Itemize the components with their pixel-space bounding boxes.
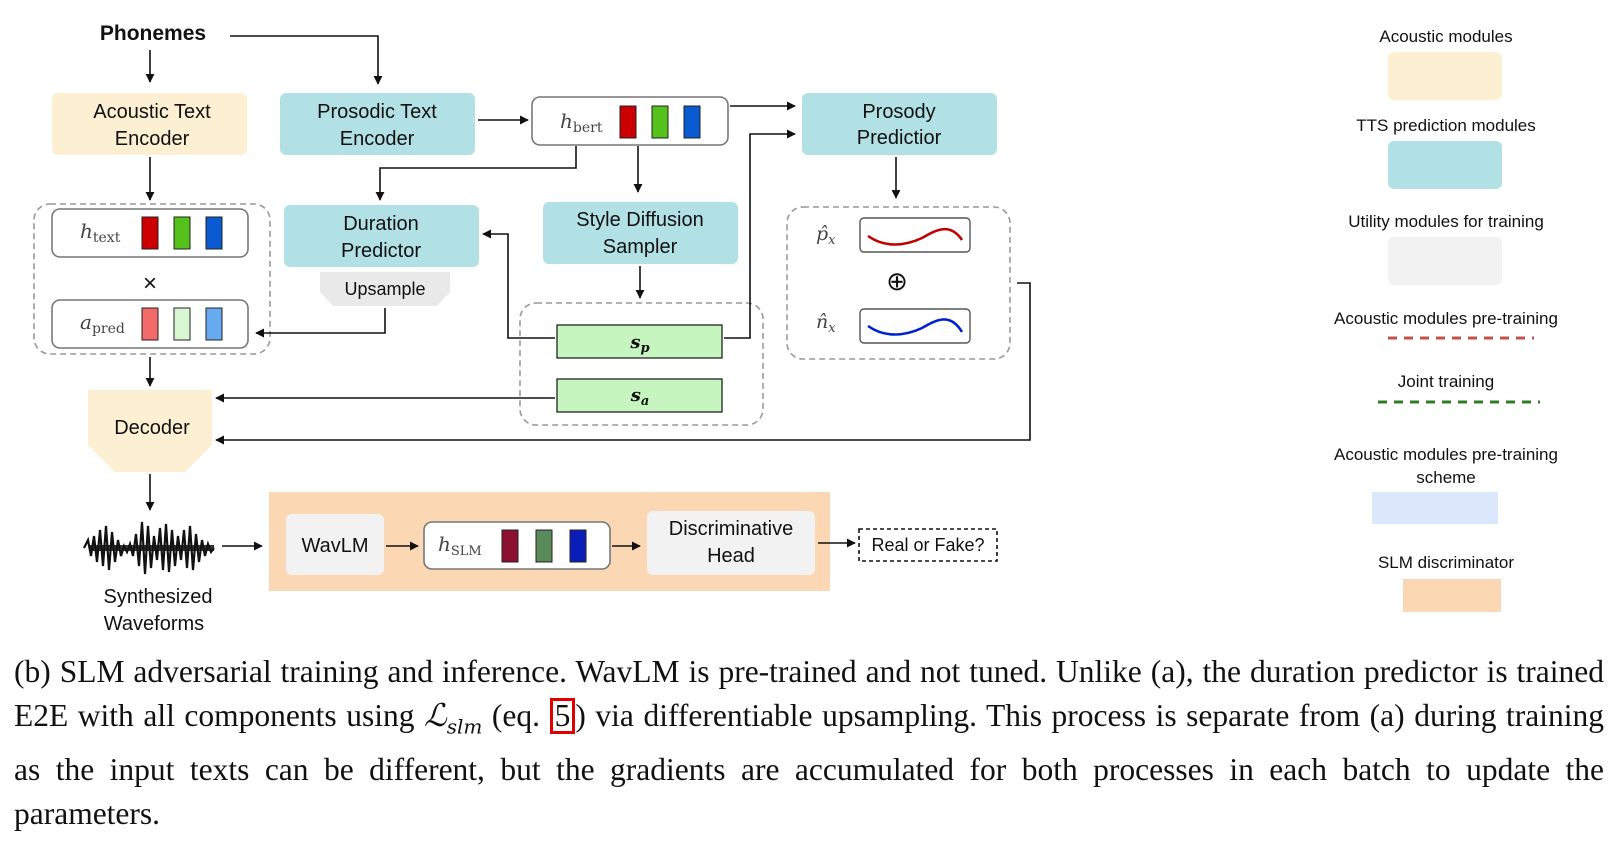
style-diffusion-line1: Style Diffusion xyxy=(576,209,703,231)
arrow-sp-to-prosody xyxy=(724,129,796,339)
legend-swatch-tts xyxy=(1388,141,1502,189)
h-text-label: htext xyxy=(80,219,121,246)
arrow-curves-to-decoder xyxy=(215,282,1031,445)
h-bert-label: hbert xyxy=(560,109,603,136)
text-alignment-group xyxy=(33,203,271,355)
caption-part1: (b) SLM adversarial training and inferen… xyxy=(14,654,1604,733)
h-text-vector: htext xyxy=(51,208,249,258)
h-bert-bar-blue xyxy=(683,105,701,139)
energy-curve-box xyxy=(859,308,971,344)
arrow-upsample-to-apred xyxy=(255,308,386,338)
caption-part2: (eq. xyxy=(482,698,550,733)
arrow-sp-to-duration xyxy=(482,229,555,339)
legend-swatch-utility xyxy=(1388,237,1502,285)
s-a-vector: sa xyxy=(556,378,723,413)
wavlm-block: WavLM xyxy=(286,514,384,575)
prosody-predictor: Prosody Predictior xyxy=(802,93,997,155)
legend-label-tts: TTS prediction modules xyxy=(1356,116,1536,135)
legend-label-pretraining: Acoustic modules pre-training xyxy=(1334,309,1558,328)
decoder-label: Decoder xyxy=(114,417,190,439)
oplus-symbol: ⊕ xyxy=(886,266,908,296)
equation-reference-link[interactable]: 5 xyxy=(549,698,576,734)
legend-label-utility: Utility modules for training xyxy=(1348,212,1544,231)
pitch-curve xyxy=(867,227,964,246)
h-slm-bar-blue xyxy=(569,529,587,563)
style-vector-group xyxy=(519,302,764,426)
a-pred-bar-blue xyxy=(205,307,223,341)
wavlm-label: WavLM xyxy=(301,535,368,557)
discriminative-head: Discriminative Head xyxy=(647,511,815,575)
loss-symbol: ℒslm xyxy=(424,698,483,739)
p-x-label: p̂x xyxy=(816,223,836,248)
a-pred-bar-green xyxy=(173,307,191,341)
pitch-curve-box xyxy=(859,217,971,253)
n-x-label: n̂x xyxy=(816,311,836,336)
s-a-label: sa xyxy=(630,385,650,409)
duration-predictor: Duration Predictor xyxy=(284,205,479,267)
style-diffusion-line2: Sampler xyxy=(603,236,678,258)
legend: Acoustic modules TTS prediction modules … xyxy=(1334,27,1558,612)
prosodic-text-encoder: Prosodic Text Encoder xyxy=(280,93,475,155)
decoder: Decoder xyxy=(88,390,212,472)
h-bert-vector: hbert xyxy=(531,96,729,146)
h-text-bar-green xyxy=(173,216,191,250)
acoustic-text-encoder-line2: Encoder xyxy=(115,128,190,150)
arrow-hbert-to-duration xyxy=(375,146,577,201)
h-bert-bar-green xyxy=(651,105,669,139)
h-slm-label: hSLM xyxy=(438,532,482,559)
s-p-vector: sp xyxy=(556,324,723,359)
discriminative-head-line1: Discriminative xyxy=(669,518,793,540)
h-text-bar-red xyxy=(141,216,159,250)
a-pred-vector: apred xyxy=(51,299,249,349)
arrow-phonemes-to-prosodic xyxy=(230,35,383,85)
legend-swatch-slm xyxy=(1403,579,1501,612)
acoustic-text-encoder-line1: Acoustic Text xyxy=(93,101,211,123)
legend-label-scheme-2: scheme xyxy=(1416,468,1476,487)
legend-label-joint: Joint training xyxy=(1398,372,1494,391)
real-or-fake-label: Real or Fake? xyxy=(871,535,984,555)
legend-label-slm: SLM discriminator xyxy=(1378,553,1514,572)
caption-part3: ) via differentiable upsampling. This pr… xyxy=(14,698,1604,832)
prosodic-text-encoder-line1: Prosodic Text xyxy=(317,101,437,123)
times-symbol: × xyxy=(143,270,157,297)
s-p-label: sp xyxy=(629,332,649,356)
legend-swatch-acoustic xyxy=(1388,52,1502,100)
legend-swatch-scheme xyxy=(1372,492,1498,524)
upsample-block: Upsample xyxy=(320,272,450,306)
synthesized-waveforms-line2: Waveforms xyxy=(104,613,204,635)
duration-predictor-line2: Predictor xyxy=(341,240,421,262)
h-slm-vector: hSLM xyxy=(423,521,611,570)
duration-predictor-line1: Duration xyxy=(343,213,419,235)
discriminative-head-line2: Head xyxy=(707,545,755,567)
a-pred-label: apred xyxy=(80,310,125,337)
h-slm-bar-green xyxy=(535,529,553,563)
prosody-predictor-line1: Prosody xyxy=(862,101,935,123)
legend-label-acoustic: Acoustic modules xyxy=(1379,27,1512,46)
real-or-fake-output: Real or Fake? xyxy=(858,528,998,562)
synthesized-waveforms-line1: Synthesized xyxy=(104,586,213,608)
energy-curve xyxy=(867,318,964,336)
prosody-predictor-line2: Predictior xyxy=(857,127,942,149)
synthesized-waveform xyxy=(83,521,215,575)
figure-caption: (b) SLM adversarial training and inferen… xyxy=(14,650,1604,836)
upsample-label: Upsample xyxy=(344,279,425,299)
h-slm-bar-red xyxy=(501,529,519,563)
architecture-diagram: Phonemes Acoustic Text Encoder Prosodic … xyxy=(33,22,1558,635)
phonemes-label: Phonemes xyxy=(100,22,206,45)
h-text-bar-blue xyxy=(205,216,223,250)
legend-label-scheme-1: Acoustic modules pre-training xyxy=(1334,445,1558,464)
prosodic-text-encoder-line2: Encoder xyxy=(340,128,415,150)
prosody-curves-group xyxy=(786,206,1011,360)
h-bert-bar-red xyxy=(619,105,637,139)
a-pred-bar-red xyxy=(141,307,159,341)
style-diffusion-sampler: Style Diffusion Sampler xyxy=(543,202,738,264)
acoustic-text-encoder: Acoustic Text Encoder xyxy=(52,93,247,155)
